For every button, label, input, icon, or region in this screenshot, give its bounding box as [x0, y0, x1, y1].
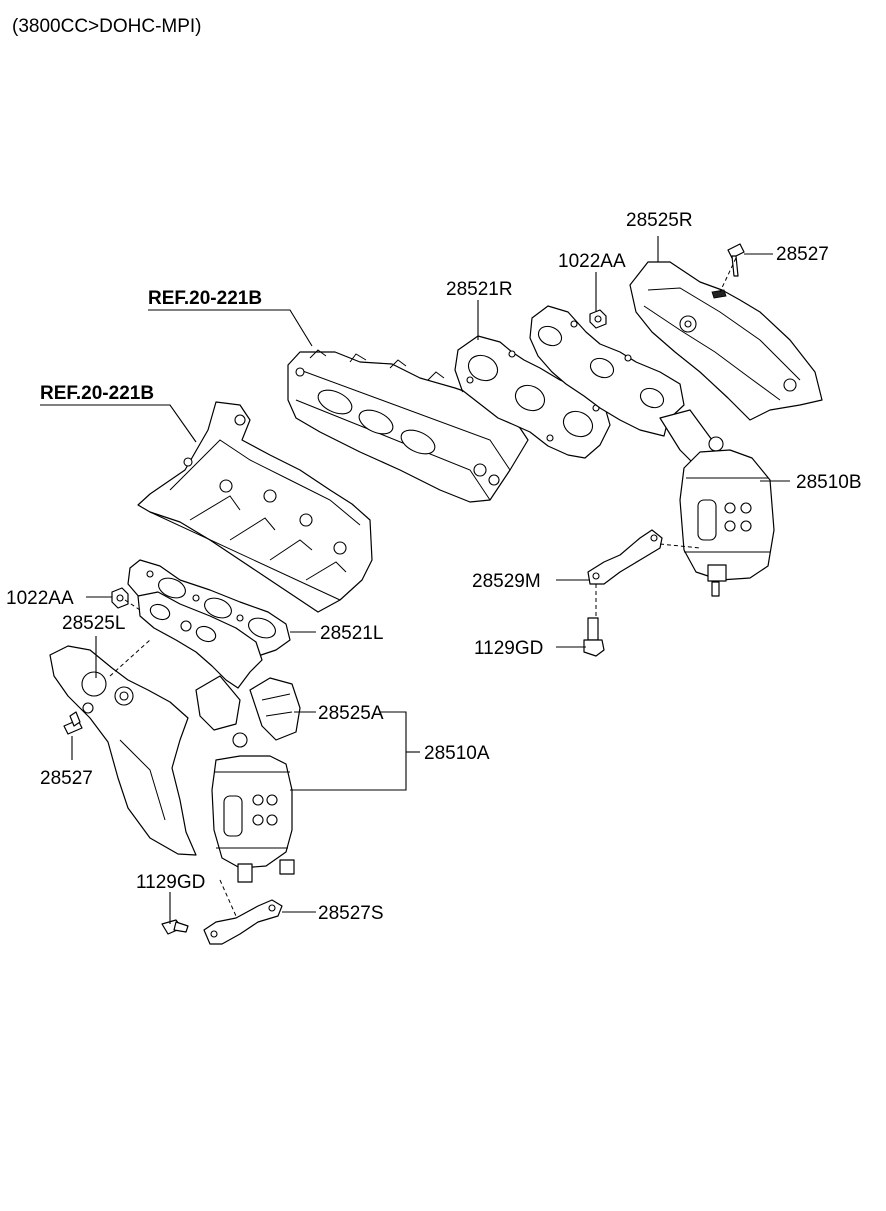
stay-lh	[203, 899, 283, 945]
label-28525a: 28525A	[318, 703, 384, 724]
label-28510a: 28510A	[424, 743, 490, 764]
manifold-lh	[137, 591, 263, 748]
label-1129gd-lh: 1129GD	[136, 872, 205, 893]
leader-lines	[40, 236, 790, 924]
label-28510b: 28510B	[796, 472, 862, 493]
label-28521l: 28521L	[320, 623, 383, 644]
label-1129gd-rh: 1129GD	[474, 638, 543, 659]
bolt-rh	[727, 243, 745, 277]
converter-lh	[211, 755, 295, 883]
label-1022aa-rh: 1022AA	[558, 251, 626, 272]
stay-rh	[587, 529, 663, 585]
label-28521r: 28521R	[446, 279, 513, 300]
label-28529m: 28529M	[472, 571, 541, 592]
gasket-lh	[127, 559, 291, 657]
label-1022aa-lh: 1022AA	[6, 588, 74, 609]
cylinder-head-rh	[287, 349, 529, 503]
ref-label-lh: REF.20-221B	[40, 383, 154, 404]
label-28525r: 28525R	[626, 210, 693, 231]
bolt-lh	[63, 711, 83, 735]
manifold-converter-rh	[529, 305, 775, 597]
label-28527s: 28527S	[318, 903, 384, 924]
heat-protector-a	[249, 677, 301, 741]
bolt-stay-rh	[583, 617, 605, 657]
heat-protector-rh	[629, 261, 823, 421]
gasket-rh	[454, 335, 611, 459]
assembly-dashed-lines	[109, 257, 737, 917]
label-28527-rh: 28527	[776, 244, 829, 265]
part-labels: REF.20-221B REF.20-221B 28525R 1022AA 28…	[6, 210, 862, 924]
nut-lh	[111, 587, 129, 609]
cylinder-head-lh	[137, 401, 373, 613]
engine-spec-title: (3800CC>DOHC-MPI)	[12, 16, 202, 37]
label-28527-lh: 28527	[40, 768, 93, 789]
ref-label-rh: REF.20-221B	[148, 288, 262, 309]
bolt-stay-lh	[161, 919, 189, 935]
heat-protector-lh	[49, 645, 197, 856]
nut-rh	[589, 309, 607, 329]
label-28525l: 28525L	[62, 613, 125, 634]
